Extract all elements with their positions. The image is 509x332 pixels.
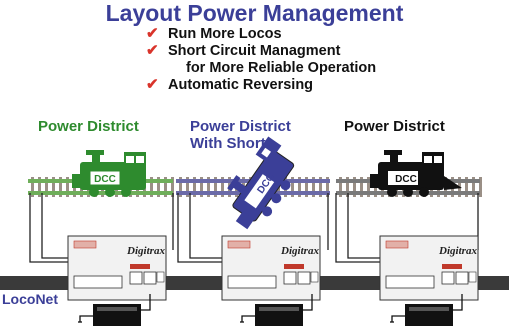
track-tie (179, 177, 182, 197)
track-tie (66, 177, 69, 197)
district-label-subtext: With Short (190, 135, 266, 152)
track-tie (171, 177, 174, 197)
track-tie (479, 177, 482, 197)
feature-item-continuation: for More Reliable Operation (146, 60, 376, 77)
checkmark-icon: ✔ (146, 25, 159, 42)
track-tie (38, 177, 41, 197)
track-tie (319, 177, 322, 197)
checkmark-icon: ✔ (146, 42, 159, 59)
feature-list: ✔ Run More Locos ✔ Short Circuit Managme… (146, 25, 376, 94)
track-tie (346, 177, 349, 197)
booster-unit (221, 235, 321, 301)
track-tie (312, 177, 315, 197)
booster-unit (379, 235, 479, 301)
track-tie (326, 177, 329, 197)
feature-text: Short Circuit Managment (168, 43, 341, 59)
track-tie (214, 177, 217, 197)
digitrax-logo: Digitrax (438, 245, 477, 257)
digitrax-logo: Digitrax (280, 245, 319, 257)
feature-item: ✔ Automatic Reversing (146, 76, 376, 94)
track-tie (221, 177, 224, 197)
track-tie (472, 177, 475, 197)
district-label-text: Power District (344, 118, 445, 135)
track-tie (360, 177, 363, 197)
track-tie (367, 177, 370, 197)
page-title: Layout Power Management (105, 0, 404, 26)
track-tie (200, 177, 203, 197)
district-label-1: Power District (38, 118, 139, 135)
track-tie (150, 177, 153, 197)
booster-units: Digitrax Digitrax Digitrax (67, 235, 479, 301)
loco-black-label: DCC (395, 174, 417, 185)
feature-text: Run More Locos (168, 26, 282, 42)
track-tie (193, 177, 196, 197)
track-tie (465, 177, 468, 197)
track-tie (157, 177, 160, 197)
feature-item: ✔ Short Circuit Managment (146, 42, 376, 60)
digitrax-logo: Digitrax (126, 245, 165, 257)
track-tie (45, 177, 48, 197)
track-tie (207, 177, 210, 197)
track-tie (305, 177, 308, 197)
feature-text: Automatic Reversing (168, 77, 314, 93)
track-tie (164, 177, 167, 197)
locomotive-black (370, 150, 462, 197)
track-tie (52, 177, 55, 197)
locomotive-derailed-blue (227, 136, 295, 230)
district-label-text: Power District (190, 118, 291, 135)
district-label-text: Power District (38, 118, 139, 135)
track-tie (59, 177, 62, 197)
locomotive-green (72, 150, 146, 197)
track-tie (353, 177, 356, 197)
track-tie (339, 177, 342, 197)
track-tie (291, 177, 294, 197)
loco-green-label: DCC (94, 174, 116, 185)
feature-text: for More Reliable Operation (186, 60, 377, 76)
district-label-3: Power District (344, 118, 445, 135)
loconet-label: LocoNet (2, 291, 58, 307)
booster-unit (67, 235, 167, 301)
district-label-2: Power District With Short (190, 118, 291, 152)
track-tie (31, 177, 34, 197)
track-tie (186, 177, 189, 197)
feature-item: ✔ Run More Locos (146, 25, 376, 43)
checkmark-icon: ✔ (146, 76, 159, 93)
power-supplies (78, 294, 463, 326)
track-tie (298, 177, 301, 197)
